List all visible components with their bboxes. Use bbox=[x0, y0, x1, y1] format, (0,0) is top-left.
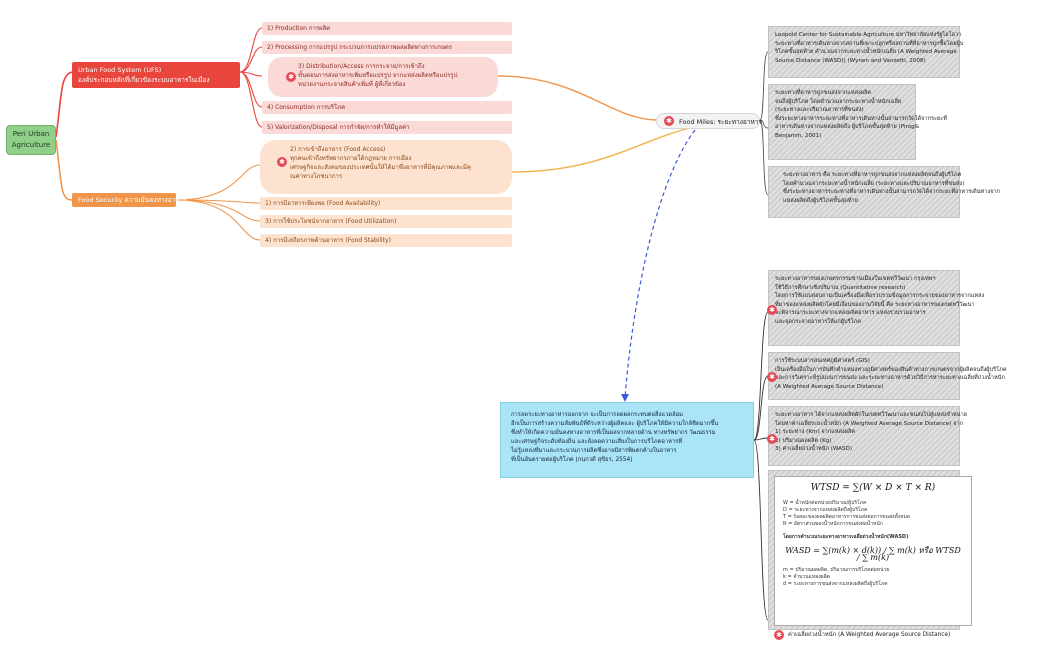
note-line: ซึ่งระยะทางอาหารระยะทางที่อาหารเดินทางนั… bbox=[775, 115, 947, 122]
fs-item-stability[interactable]: 4) การมีเสถียรภาพด้านอาหาร (Food Stabili… bbox=[260, 234, 512, 247]
note-line: Source Distance (WASD)) (Wynen and Vanze… bbox=[775, 57, 926, 64]
star-icon: ✱ bbox=[767, 434, 777, 444]
note-line: ไม่รู้แหล่งที่มาและกระบวนการผลิตซึ่งอาจม… bbox=[511, 448, 677, 454]
fs-item-access[interactable]: ✱ 2) การเข้าถึงอาหาร (Food Access) ทุกคน… bbox=[260, 140, 512, 194]
ufs-item-production[interactable]: 1) Production การผลิต bbox=[262, 22, 512, 35]
root-label-1: Peri Urban bbox=[12, 130, 50, 138]
note-line: อีกเป็นการสร้างความสัมพันธ์ที่ดีระหว่างผ… bbox=[511, 421, 719, 427]
note-line: แหล่งผลิตถึงผู้บริโภคขั้นสุดท้าย bbox=[783, 197, 858, 204]
note-line: 3) ค่าเฉลี่ยถ่วงน้ำหนัก (WASD) bbox=[775, 446, 853, 452]
method-note-3[interactable]: ✱ ระยะทางอาหาร ได้จากแหล่งผลิตผักในเขตทว… bbox=[767, 406, 967, 466]
note-line: ใช้วิธีการศึกษาเชิงปริมาณ (Quantitative … bbox=[775, 284, 906, 291]
note-line: Benjamin, 2001) bbox=[775, 132, 822, 139]
note-line: จะพิจารณาระยะทางจากแหล่งผลิตอาหาร แหล่งร… bbox=[775, 310, 926, 316]
definition-note-3[interactable]: ระยะทางอาหาร คือ ระยะทางที่อาหารถูกขนส่ง… bbox=[768, 166, 1001, 218]
note-line: ที่มาของแหล่งผลิตผักโดยมีเงื่อนของงานวิจ… bbox=[775, 301, 975, 308]
note-line: 2) ปริมาณผลผลิต (Kg) bbox=[775, 437, 832, 444]
ufs-item-distribution[interactable]: ✱ 3) Distribution/Access การกระจาย/การเข… bbox=[268, 57, 498, 97]
ufs-subtitle: องค์ประกอบหลักที่เกี่ยวข้องระบบอาหารในเม… bbox=[78, 76, 210, 84]
note-line: ซึ่งระยะทางอาหารระยะทางที่อาหารเดินทางนั… bbox=[783, 189, 1001, 195]
distribution-line-2: ขั้นตอนการส่งอาหารเพิ่มหรือแปรรูป จากแหล… bbox=[298, 72, 458, 79]
wasd-title: โดยการคำนวณระยะทางอาหารเฉลี่ยถ่วงน้ำหนัก… bbox=[783, 534, 909, 540]
access-line-2: ทุกคนเข้าถึงทรัพยากรภายใต้กฎหมาย การเมือ… bbox=[290, 155, 412, 162]
formula-def: T = ร้อยละของผลผลิตอาหารการขนส่งต่อการขน… bbox=[783, 514, 911, 520]
definition-note-1[interactable]: Leopold Center for Sustainable Agricultu… bbox=[768, 26, 964, 78]
note-line: ระยะทางอาหารของเกษตรกรรมชานเมืองในเขตทวี… bbox=[775, 276, 936, 282]
note-line: (A Weighted Average Source Distance) bbox=[775, 383, 884, 390]
note-line: อาหารเดินทางจากแหล่งผลิตถึง ผู้บริโภคขั้… bbox=[775, 124, 920, 130]
note-line: ซึ่งทำให้เกิดความมั่นคงทางอาหารที่เป็นผล… bbox=[511, 430, 716, 436]
star-icon: ✱ bbox=[664, 116, 674, 126]
distribution-line-1: 3) Distribution/Access การกระจาย/การเข้า… bbox=[298, 63, 425, 70]
food-miles-node[interactable]: ✱ Food Miles: ระยะทางอาหาร bbox=[656, 113, 762, 129]
distribution-line-3: หน่วยงานกระจายสินค้าเพิ่มที่ ผู้ที่เกี่ย… bbox=[298, 81, 406, 88]
ufs-item-processing[interactable]: 2) Processing การแปรรูป กระบวนการแปรสภาพ… bbox=[262, 41, 512, 54]
definition-note-2[interactable]: ระยะทางที่อาหารถูกขนส่งจากแหล่งผลิต จนถึ… bbox=[768, 84, 947, 160]
access-line-4: ณค่าทางโภชนาการ bbox=[290, 173, 343, 180]
star-icon: ✱ bbox=[277, 157, 287, 167]
note-line: และเศรษฐกิจระดับท้องถิ่น และยังลดความเสี… bbox=[511, 439, 683, 445]
star-icon: ✱ bbox=[286, 72, 296, 82]
note-line: ริโภคขั้นสุดท้าย คำนวณจากระยะทางน้ำหนักเ… bbox=[775, 49, 957, 55]
food-security-node[interactable]: Food Security ความมั่นคงทางอาหาร bbox=[72, 193, 187, 207]
formula-note[interactable]: WTSD = ∑(W × D × T × R) W = น้ำหนักต่อหน… bbox=[768, 470, 972, 640]
star-icon: ✱ bbox=[767, 305, 777, 315]
note-line: ระยะทางที่อาหารเดินทางจากสถานที่เพาะปลูก… bbox=[775, 40, 964, 47]
fs-item-utilization[interactable]: 3) การใช้ประโยชน์จากอาหาร (Food Utilizat… bbox=[260, 215, 512, 228]
formula-box: WTSD = ∑(W × D × T × R) W = น้ำหนักต่อหน… bbox=[774, 476, 972, 626]
note-line: ระยะทางอาหาร คือ ระยะทางที่อาหารถูกขนส่ง… bbox=[783, 172, 962, 178]
note-line: การใช้ระบบสารสนเทศภูมิศาสตร์ (GIS) bbox=[775, 358, 870, 364]
note-line: ที่เป็นอันตรายต่อผู้บริโภค (กนกวดี สุขีธ… bbox=[511, 457, 633, 463]
fs-item-availability[interactable]: 1) การมีอาหารเพียงพอ (Food Availability) bbox=[260, 197, 512, 210]
formula-def: W = น้ำหนักต่อหน่วยปริมาณ/ผู้บริโภค bbox=[783, 500, 867, 506]
note-line: เป็นเครื่องมือในการบันทึกตำแหน่งทางภูมิศ… bbox=[775, 366, 1007, 373]
root-label-2: Agriculture bbox=[11, 141, 51, 149]
method-note-2[interactable]: ✱ การใช้ระบบสารสนเทศภูมิศาสตร์ (GIS) เป็… bbox=[767, 352, 1007, 400]
note-line: 1) ระยะทาง (Km) จากแหล่งผลิต bbox=[775, 429, 856, 435]
note-line: ระยะทางที่อาหารถูกขนส่งจากแหล่งผลิต bbox=[775, 90, 872, 96]
ufs-title: Urban Food System (UFS) bbox=[78, 66, 162, 74]
formula-var: d = ระยะทางการขนส่งจากแหล่งผลิตถึงผู้บริ… bbox=[783, 581, 888, 587]
wtsd-formula: WTSD = ∑(W × D × T × R) bbox=[810, 483, 936, 493]
note-line: การลดระยะทางอาหารออกจาก จะเป็นการลดผลกระ… bbox=[511, 412, 683, 418]
impact-note[interactable]: การลดระยะทางอาหารออกจาก จะเป็นการลดผลกระ… bbox=[500, 402, 754, 478]
formula-caption: ค่าเฉลี่ยถ่วงน้ำหนัก (A Weighted Average… bbox=[788, 632, 951, 638]
food-miles-label: Food Miles: ระยะทางอาหาร bbox=[679, 118, 762, 126]
ufs-item-valorization[interactable]: 5) Valorization/Disposal การกำจัด/การทำใ… bbox=[262, 121, 512, 134]
formula-caption-row: ✱ ค่าเฉลี่ยถ่วงน้ำหนัก (A Weighted Avera… bbox=[774, 630, 954, 640]
note-line: โดยหาค่าเฉลี่ยระยะน้ำหนัก (A Weighted Av… bbox=[775, 420, 963, 427]
formula-var: m = ปริมาณผลผลิต, ปริมาณการบริโภคต่อหน่ว… bbox=[783, 567, 890, 573]
formula-def: R = อัตราส่วนของน้ำหนักการขนส่งต่อน้ำหนั… bbox=[783, 521, 883, 527]
root-node[interactable]: Peri Urban Agriculture bbox=[6, 125, 56, 155]
note-line: (ระยะทางและปริมาณอาหารที่ขนส่ง) bbox=[775, 107, 864, 113]
star-icon: ✱ bbox=[774, 630, 784, 640]
formula-var: k = จำนวนแหล่งผลิต bbox=[783, 574, 830, 580]
access-line-3: เศรษฐกิจและสังคมของประเทศนั้นให้ได้มาซึ่… bbox=[290, 164, 471, 171]
food-security-title: Food Security ความมั่นคงทางอาหาร bbox=[78, 196, 187, 204]
star-icon: ✱ bbox=[767, 372, 777, 382]
note-line: โดยคำนวณจากระยะทางน้ำหนักเฉลี่ย (ระยะทาง… bbox=[783, 180, 965, 187]
method-note-1[interactable]: ✱ ระยะทางอาหารของเกษตรกรรมชานเมืองในเขตท… bbox=[767, 270, 985, 346]
ufs-item-consumption[interactable]: 4) Consumption การบริโภค bbox=[262, 101, 512, 114]
wasd-formula: WASD = ∑(m(k) × d(k)) / ∑ m(k) หรือ WTSD… bbox=[785, 546, 961, 562]
note-line: ระยะทางอาหาร ได้จากแหล่งผลิตผักในเขตทวีว… bbox=[775, 412, 967, 418]
note-line: จนถึงผู้บริโภค โดยคำนวณจากระยะทางน้ำหนัก… bbox=[775, 98, 902, 105]
access-line-1: 2) การเข้าถึงอาหาร (Food Access) bbox=[290, 146, 386, 153]
note-line: Leopold Center for Sustainable Agricultu… bbox=[775, 32, 962, 38]
ufs-node[interactable]: Urban Food System (UFS) องค์ประกอบหลักที… bbox=[72, 62, 240, 88]
note-line: และการวิเคราะห์รูปแบบการขนส่ง และระยะทาง… bbox=[775, 375, 1005, 381]
note-line: โดยการใช้แบบสอบถามเป็นเครื่องมือเพื่อรวบ… bbox=[775, 293, 985, 299]
note-line: และจุดกระจายอาหารให้แก่ผู้บริโภค bbox=[775, 318, 862, 325]
formula-def: D = ระยะทางจากแหล่งผลิตถึงผู้บริโภค bbox=[783, 507, 868, 513]
